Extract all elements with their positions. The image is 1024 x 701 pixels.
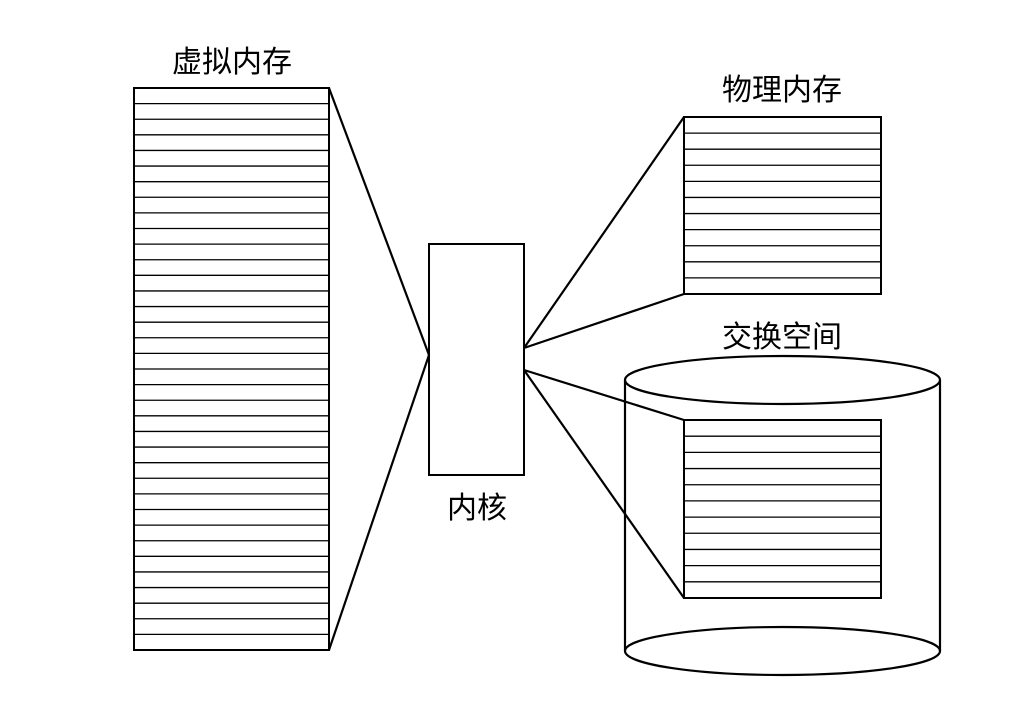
cylinder-top bbox=[623, 354, 942, 406]
swap-pages-frame bbox=[683, 419, 882, 599]
mapping-lines bbox=[327, 87, 685, 651]
kernel-to-physical-top bbox=[523, 116, 685, 349]
physical-memory-pages bbox=[684, 132, 881, 279]
physical-memory-frame bbox=[683, 116, 882, 295]
virtual-memory-pages bbox=[134, 102, 329, 636]
physical-memory-block bbox=[683, 116, 882, 295]
kernel-to-swap-bottom bbox=[523, 369, 685, 599]
virtual-memory-label: 虚拟内存 bbox=[172, 45, 292, 80]
vm-to-kernel-bottom bbox=[327, 354, 431, 651]
kernel-box bbox=[428, 243, 525, 476]
physical-memory-label: 物理内存 bbox=[722, 73, 842, 108]
swap-pages bbox=[684, 435, 881, 583]
swap-space-cylinder bbox=[623, 354, 942, 677]
swap-space-label: 交换空间 bbox=[722, 320, 842, 355]
vm-to-kernel-top bbox=[327, 87, 431, 356]
kernel-to-physical-bottom bbox=[523, 292, 685, 350]
cylinder-bottom-back bbox=[623, 625, 942, 652]
kernel-to-swap-top bbox=[523, 368, 685, 422]
cylinder-bottom-front bbox=[623, 650, 942, 677]
virtual-memory-block bbox=[133, 87, 330, 651]
kernel-label: 内核 bbox=[447, 491, 507, 526]
swap-pages-block bbox=[683, 419, 882, 599]
